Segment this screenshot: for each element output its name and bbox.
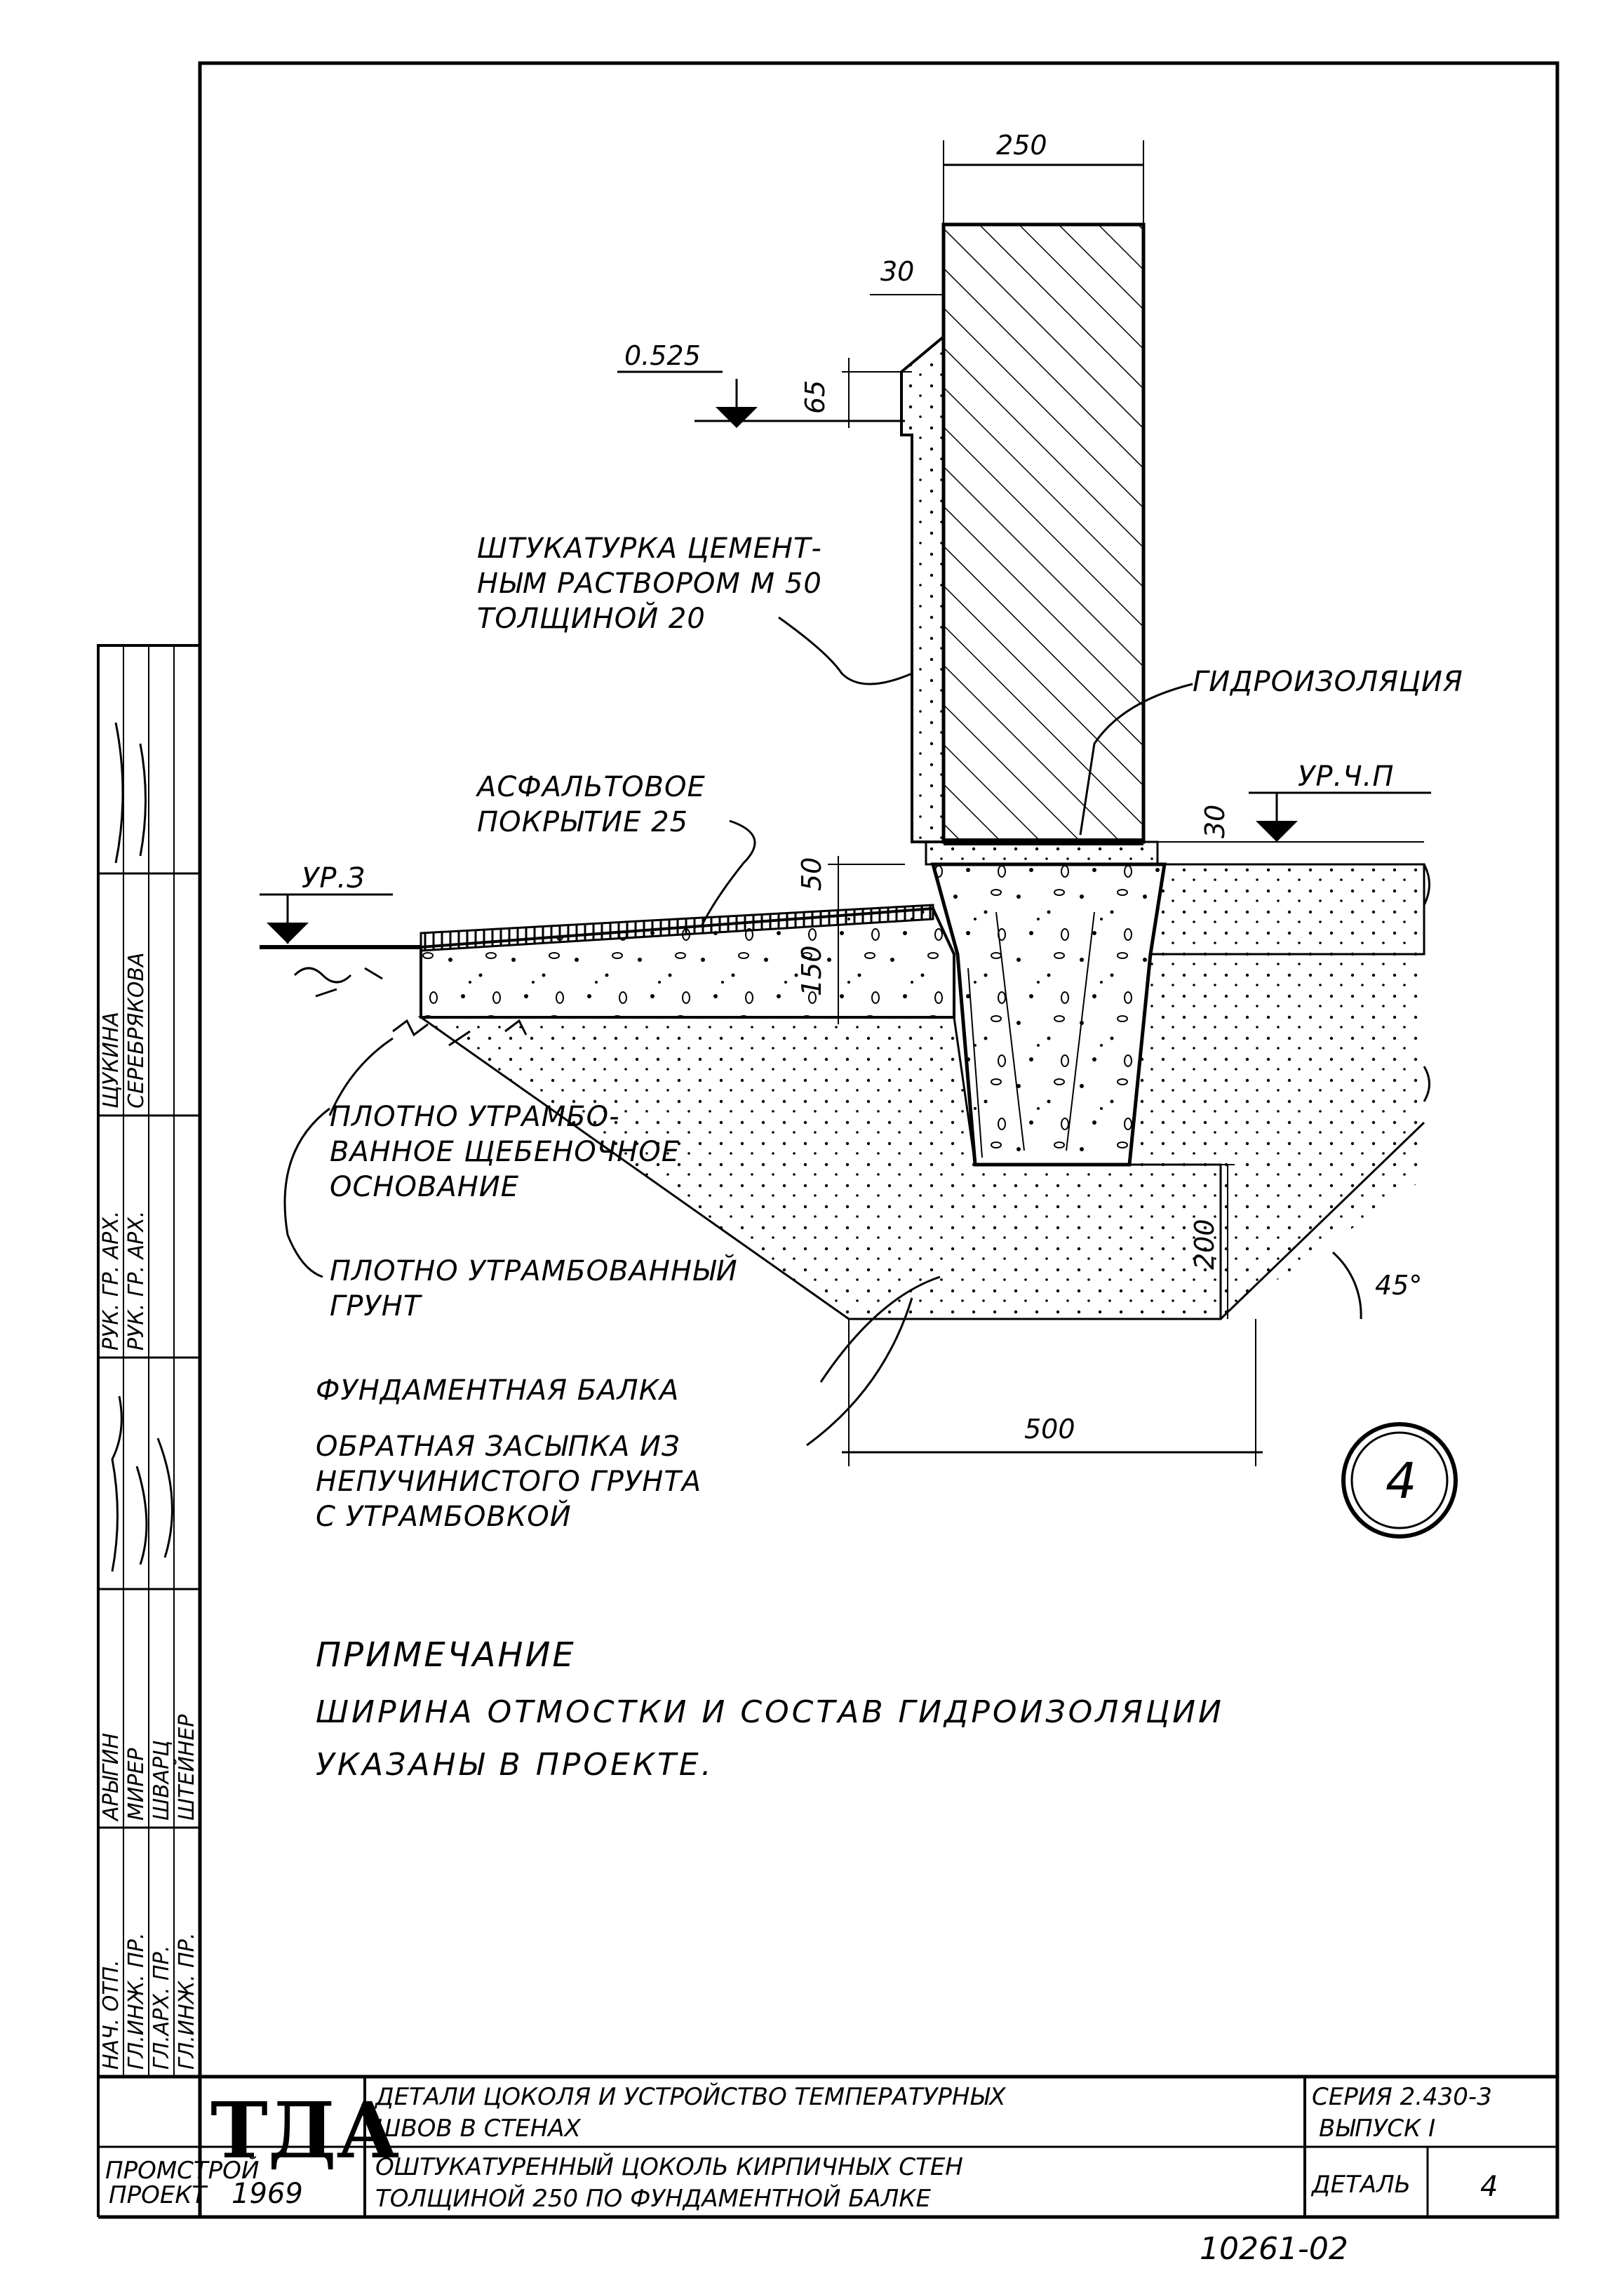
- title-block: [97, 2075, 1557, 2219]
- level-floor: УР.Ч.П: [1298, 761, 1394, 793]
- label-plaster-1: ШТУКАТУРКА ЦЕМЕНТ-: [477, 532, 822, 565]
- label-backfill-2: НЕПУЧИНИСТОГО ГРУНТА: [316, 1466, 702, 1498]
- detail-value: 4: [1480, 2171, 1498, 2203]
- stamp-name-3: ШВАРЦ: [149, 1740, 174, 1821]
- label-crushed-stone-2: ВАННОЕ ЩЕБЕНОЧНОЕ: [330, 1136, 680, 1168]
- dim-beam-bottom: 200: [1189, 1219, 1220, 1270]
- year: 1969: [231, 2178, 303, 2210]
- label-asphalt-2: ПОКРЫТИЕ 25: [477, 806, 688, 838]
- dim-asphalt-height: 50: [796, 857, 827, 891]
- series-line1: СЕРИЯ 2.430-3: [1312, 2083, 1492, 2111]
- stamp-name-1: АРЫГИН: [99, 1733, 123, 1822]
- label-soil-1: ПЛОТНО УТРАМБОВАННЫЙ: [330, 1254, 738, 1287]
- stamp-signatures: [111, 722, 173, 1572]
- stamp-role-4: ГЛ.ИНЖ. ПР.: [175, 1933, 199, 2070]
- org-name-1: ПРОМСТРОЙ: [105, 2156, 259, 2185]
- dim-slab-height: 150: [796, 945, 827, 996]
- stamp-name-2: МИРЕР: [124, 1748, 149, 1821]
- label-beam: ФУНДАМЕНТНАЯ БАЛКА: [316, 1374, 679, 1407]
- stamp-role-2: ГЛ.ИНЖ. ПР.: [124, 1933, 149, 2070]
- sheet-code: 10261-02: [1200, 2231, 1348, 2267]
- dim-plaster-step: 30: [880, 256, 914, 287]
- detail-label: ДЕТАЛЬ: [1310, 2171, 1411, 2199]
- title1-line1: ДЕТАЛИ ЦОКОЛЯ И УСТРОЙСТВО ТЕМПЕРАТУРНЫХ: [374, 2082, 1006, 2111]
- title2-line2: ТОЛЩИНОЙ 250 ПО ФУНДАМЕНТНОЙ БАЛКЕ: [375, 2184, 932, 2213]
- plaster-layer: [900, 333, 945, 843]
- note-title: ПРИМЕЧАНИЕ: [316, 1635, 576, 1675]
- series-line2: ВЫПУСК I: [1319, 2115, 1435, 2143]
- label-backfill-3: С УТРАМБОВКОЙ: [316, 1499, 572, 1533]
- logo: ТДА: [210, 2085, 399, 2176]
- stamp-name-4: ШТЕЙНЕР: [174, 1714, 199, 1821]
- dim-plinth-height: 65: [800, 380, 831, 414]
- dim-angle: 45°: [1375, 1270, 1422, 1301]
- floor-slab: [1150, 863, 1425, 956]
- stamp-name2-2: СЕРЕБРЯКОВА: [124, 953, 149, 1108]
- stamp-role2-2: РУК. ГР. АРХ.: [124, 1211, 149, 1351]
- stamp-role-3: ГЛ.АРХ. ПР.: [149, 1945, 174, 2070]
- side-stamp: НАЧ. ОТП. ГЛ.ИНЖ. ПР. ГЛ.АРХ. ПР. ГЛ.ИНЖ…: [97, 644, 201, 2078]
- stamp-role-1: НАЧ. ОТП.: [99, 1960, 123, 2070]
- label-waterproofing: ГИДРОИЗОЛЯЦИЯ: [1193, 666, 1463, 698]
- org-name-2: ПРОЕКТ: [109, 2181, 208, 2209]
- label-plaster-2: НЫМ РАСТВОРОМ М 50: [477, 568, 822, 600]
- title2-line1: ОШТУКАТУРЕННЫЙ ЦОКОЛЬ КИРПИЧНЫХ СТЕН: [375, 2152, 963, 2181]
- stamp-role2-1: РУК. ГР. АРХ.: [99, 1211, 123, 1351]
- note-line-2: УКАЗАНЫ В ПРОЕКТЕ.: [316, 1747, 714, 1783]
- note-line-1: ШИРИНА ОТМОСТКИ И СОСТАВ ГИДРОИЗОЛЯЦИИ: [316, 1694, 1224, 1730]
- label-plaster-3: ТОЛЩИНОЙ 20: [477, 601, 706, 635]
- dim-wall-thickness: 250: [996, 130, 1047, 161]
- dim-level: 0.525: [624, 340, 701, 371]
- brick-wall: [941, 222, 1146, 844]
- label-crushed-stone-1: ПЛОТНО УТРАМБО-: [330, 1101, 620, 1133]
- title1-line2: ШВОВ В СТЕНАХ: [375, 2115, 582, 2143]
- detail-marker-number: 4: [1385, 1452, 1417, 1510]
- dim-beam-gap: 30: [1200, 805, 1230, 838]
- detail-marker: [1341, 1422, 1458, 1539]
- mortar-bed: [925, 840, 1159, 866]
- label-backfill-1: ОБРАТНАЯ ЗАСЫПКА ИЗ: [316, 1431, 680, 1463]
- dim-beam-width: 500: [1024, 1414, 1075, 1445]
- level-ground: УР.З: [302, 862, 365, 895]
- label-soil-2: ГРУНТ: [330, 1290, 423, 1322]
- asphalt-coating: [420, 904, 934, 952]
- label-crushed-stone-3: ОСНОВАНИЕ: [330, 1171, 519, 1203]
- label-asphalt-1: АСФАЛЬТОВОЕ: [475, 771, 706, 803]
- stamp-name2-1: ЩУКИНА: [99, 1012, 123, 1108]
